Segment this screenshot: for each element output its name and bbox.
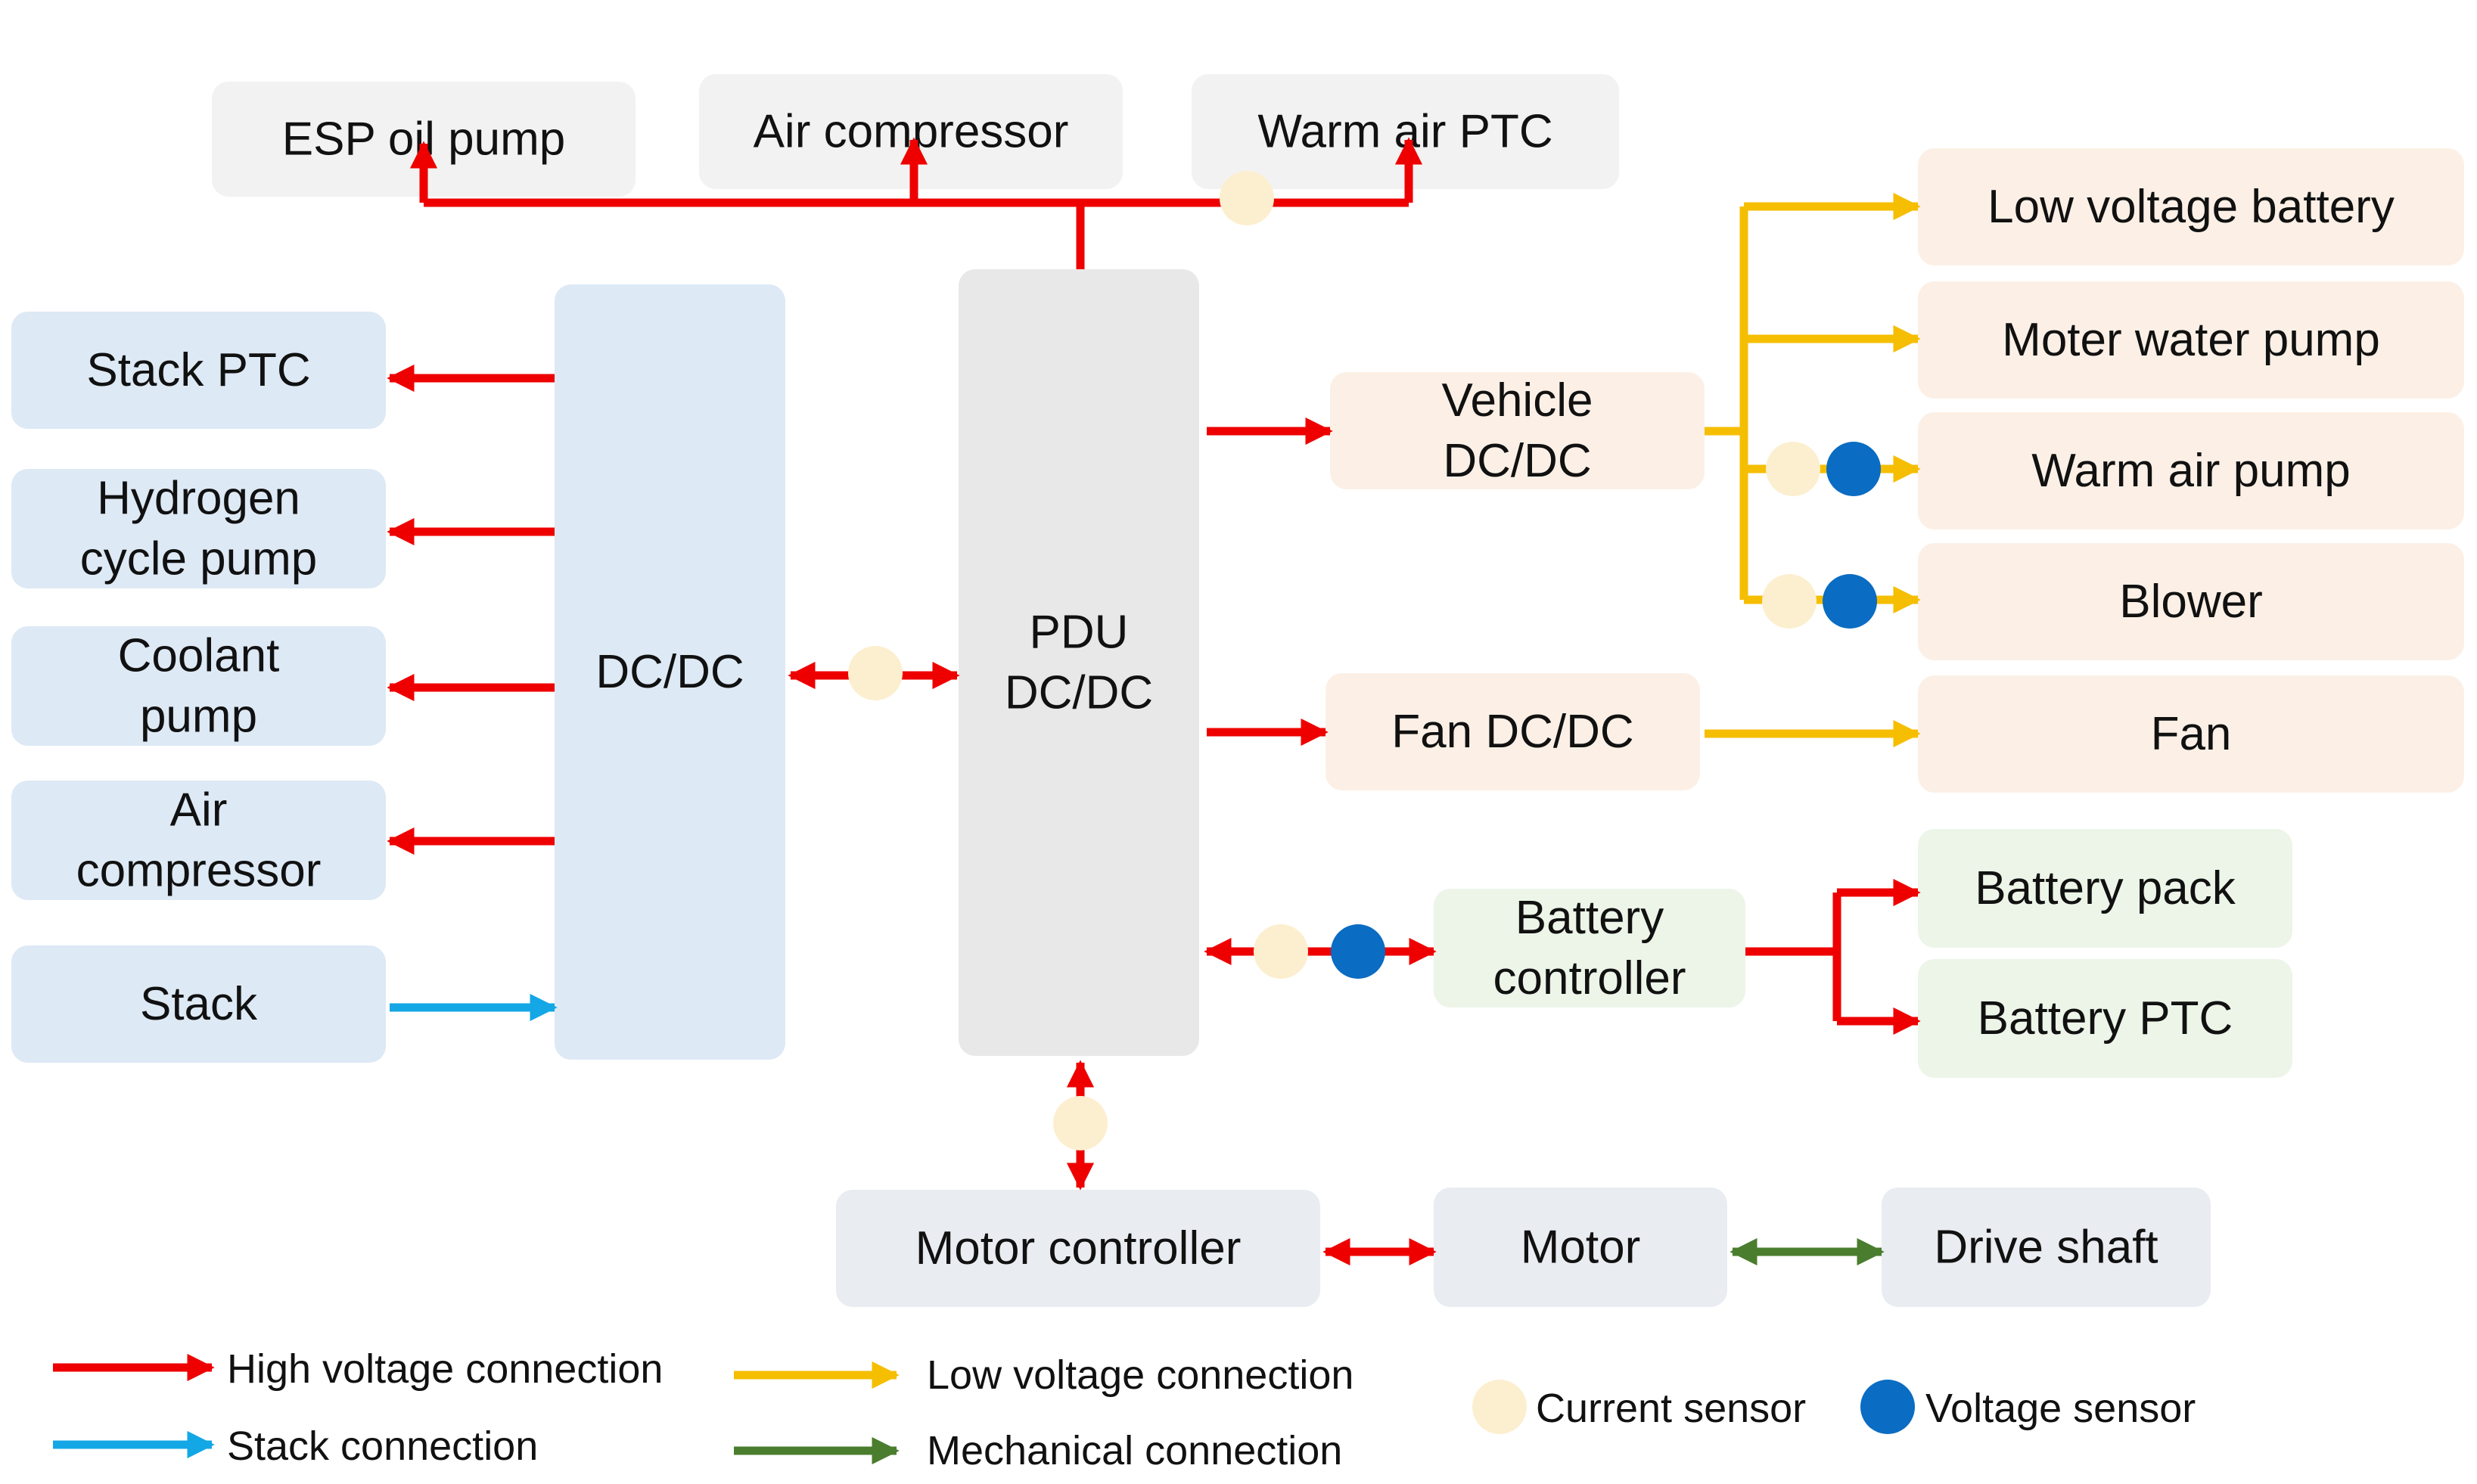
voltage-sensor-battery-ctrl-icon	[1331, 924, 1385, 979]
motor-box: Motor	[1434, 1188, 1727, 1307]
vehicle-dcdc-label-1: Vehicle	[1442, 374, 1593, 427]
legend-low-voltage-label: Low voltage connection	[927, 1352, 1353, 1398]
legend-high-voltage-label: High voltage connection	[227, 1346, 663, 1392]
legend-stack-label: Stack connection	[227, 1423, 538, 1469]
dcdc-box: DC/DC	[555, 284, 785, 1060]
stack-ptc-box: Stack PTC	[11, 312, 386, 429]
stack-box: Stack	[11, 945, 386, 1063]
battery-controller-label-1: Battery	[1515, 892, 1664, 944]
legend: High voltage connection Stack connection…	[53, 1346, 2196, 1473]
fan-box: Fan	[1918, 675, 2464, 793]
blower-box: Blower	[1918, 543, 2464, 660]
current-sensor-dcdc-pdu-icon	[848, 646, 903, 700]
current-sensor-warm-air-pump-icon	[1766, 442, 1820, 496]
pdu-dcdc-label-2: DC/DC	[1005, 667, 1153, 719]
air-compressor-top-box: Air compressor	[699, 74, 1123, 189]
legend-voltage-sensor-label: Voltage sensor	[1925, 1386, 2196, 1431]
coolant-pump-box: Coolant pump	[11, 626, 386, 746]
legend-voltage-sensor-icon	[1860, 1380, 1915, 1434]
esp-oil-pump-box: ESP oil pump	[212, 82, 636, 197]
battery-ptc-box: Battery PTC	[1918, 959, 2292, 1078]
fan-label: Fan	[2151, 708, 2232, 760]
legend-current-sensor-label: Current sensor	[1536, 1386, 1806, 1431]
current-sensor-top-bus-icon	[1220, 171, 1274, 225]
current-sensor-blower-icon	[1762, 574, 1817, 629]
moter-water-pump-label: Moter water pump	[2002, 314, 2380, 366]
dcdc-label: DC/DC	[595, 646, 744, 698]
drive-shaft-label: Drive shaft	[1934, 1222, 2158, 1274]
low-voltage-battery-label: Low voltage battery	[1988, 181, 2395, 233]
legend-current-sensor-icon	[1472, 1380, 1527, 1434]
battery-controller-label-2: controller	[1493, 952, 1686, 1004]
air-compressor-left-label-2: compressor	[76, 845, 322, 897]
current-sensor-motor-ctrl-icon	[1053, 1096, 1108, 1150]
air-compressor-left-label-1: Air	[170, 784, 228, 837]
stack-label: Stack	[140, 978, 258, 1030]
stack-ptc-label: Stack PTC	[86, 344, 310, 396]
hydrogen-cycle-pump-label-2: cycle pump	[80, 533, 318, 585]
air-compressor-left-box: Air compressor	[11, 781, 386, 900]
low-voltage-battery-box: Low voltage battery	[1918, 148, 2464, 265]
pdu-dcdc-box: PDU DC/DC	[959, 269, 1199, 1056]
coolant-pump-label-1: Coolant	[118, 630, 280, 682]
pdu-dcdc-label-1: PDU	[1030, 607, 1129, 659]
current-sensor-battery-ctrl-icon	[1254, 924, 1308, 979]
warm-air-pump-label: Warm air pump	[2031, 445, 2350, 497]
hydrogen-cycle-pump-label-1: Hydrogen	[97, 473, 300, 525]
drive-shaft-box: Drive shaft	[1882, 1188, 2211, 1307]
fan-dcdc-box: Fan DC/DC	[1326, 673, 1700, 790]
motor-label: Motor	[1521, 1222, 1640, 1274]
legend-mechanical-label: Mechanical connection	[927, 1428, 1342, 1473]
moter-water-pump-box: Moter water pump	[1918, 281, 2464, 399]
warm-air-pump-box: Warm air pump	[1918, 412, 2464, 529]
coolant-pump-label-2: pump	[140, 691, 257, 743]
battery-ptc-label: Battery PTC	[1978, 992, 2233, 1045]
motor-controller-box: Motor controller	[836, 1190, 1320, 1307]
battery-controller-box: Battery controller	[1434, 889, 1745, 1007]
vehicle-dcdc-label-2: DC/DC	[1443, 435, 1591, 487]
battery-pack-box: Battery pack	[1918, 829, 2292, 948]
fan-dcdc-label: Fan DC/DC	[1391, 706, 1633, 758]
hydrogen-cycle-pump-box: Hydrogen cycle pump	[11, 469, 386, 588]
voltage-sensor-warm-air-pump-icon	[1826, 442, 1881, 496]
motor-controller-label: Motor controller	[915, 1222, 1242, 1274]
battery-pack-label: Battery pack	[1975, 862, 2236, 914]
blower-label: Blower	[2119, 576, 2263, 628]
voltage-sensor-blower-icon	[1823, 574, 1877, 629]
